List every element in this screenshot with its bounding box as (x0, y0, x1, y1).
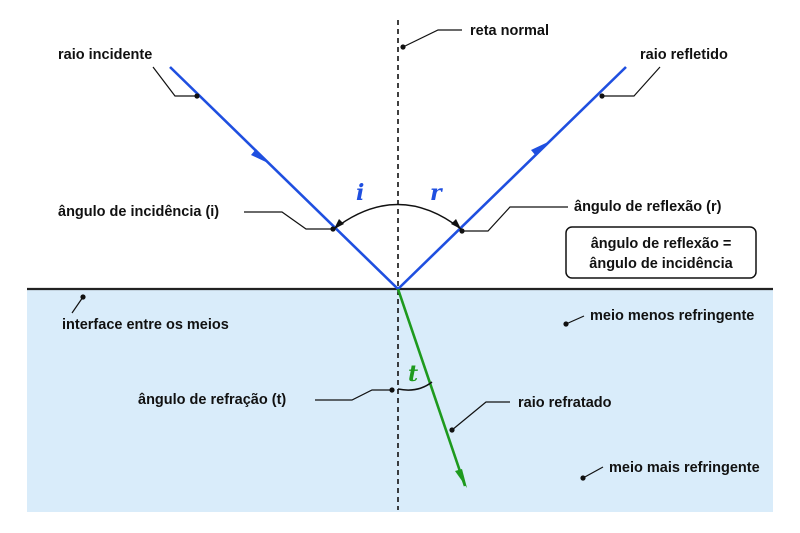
label-incident-ray: raio incidente (58, 47, 152, 63)
label-angle-refraction: ângulo de refração (t) (138, 392, 286, 408)
reflected-ray (397, 66, 627, 290)
label-normal-line: reta normal (470, 23, 549, 39)
leader-normal (402, 29, 462, 48)
leader-less-refringent (565, 315, 585, 325)
label-angle-reflection: ângulo de reflexão (r) (574, 199, 722, 215)
label-less-refringent: meio menos refringente (590, 308, 754, 324)
label-interface: interface entre os meios (62, 317, 229, 333)
symbol-i: i (356, 180, 364, 206)
incident-ray-arrowhead (251, 149, 268, 163)
incidence-reflection-arc (333, 203, 462, 230)
leader-dot-reflected (599, 93, 605, 99)
lower-medium-region (27, 289, 773, 512)
law-line-2: ângulo de incidência (589, 256, 733, 272)
label-angle-incidence: ângulo de incidência (i) (58, 204, 219, 220)
reflected-ray-arrowhead (531, 142, 548, 156)
law-line-1: ângulo de reflexão = (591, 236, 732, 252)
label-refracted-ray: raio refratado (518, 395, 612, 411)
label-reflected-ray: raio refletido (640, 47, 728, 63)
reflection-law-box (565, 226, 757, 279)
arc-arrowhead-right (451, 219, 461, 229)
leader-dot-angle-refraction (389, 387, 395, 393)
leader-dot-angle-reflection (459, 228, 465, 234)
leader-interface (71, 296, 84, 314)
symbol-t: t (408, 361, 418, 387)
leader-dot-normal (400, 44, 406, 50)
arc-arrowhead-left (334, 219, 344, 229)
label-more-refringent: meio mais refringente (609, 460, 760, 476)
leader-angle-reflection (462, 206, 568, 232)
leader-angle-incidence (244, 211, 333, 230)
leader-angle-refraction (315, 389, 392, 401)
leader-dot-angle-incidence (330, 226, 336, 232)
leader-reflected (602, 66, 661, 97)
refracted-ray-arrowhead (455, 469, 467, 488)
leader-incident (152, 66, 197, 97)
symbol-r: r (430, 180, 443, 206)
incident-ray (169, 66, 399, 290)
leader-refracted (451, 401, 510, 431)
refraction-arc (397, 381, 433, 391)
refracted-ray (396, 288, 467, 487)
leader-dot-incident (194, 93, 200, 99)
leader-more-refringent (582, 466, 604, 479)
